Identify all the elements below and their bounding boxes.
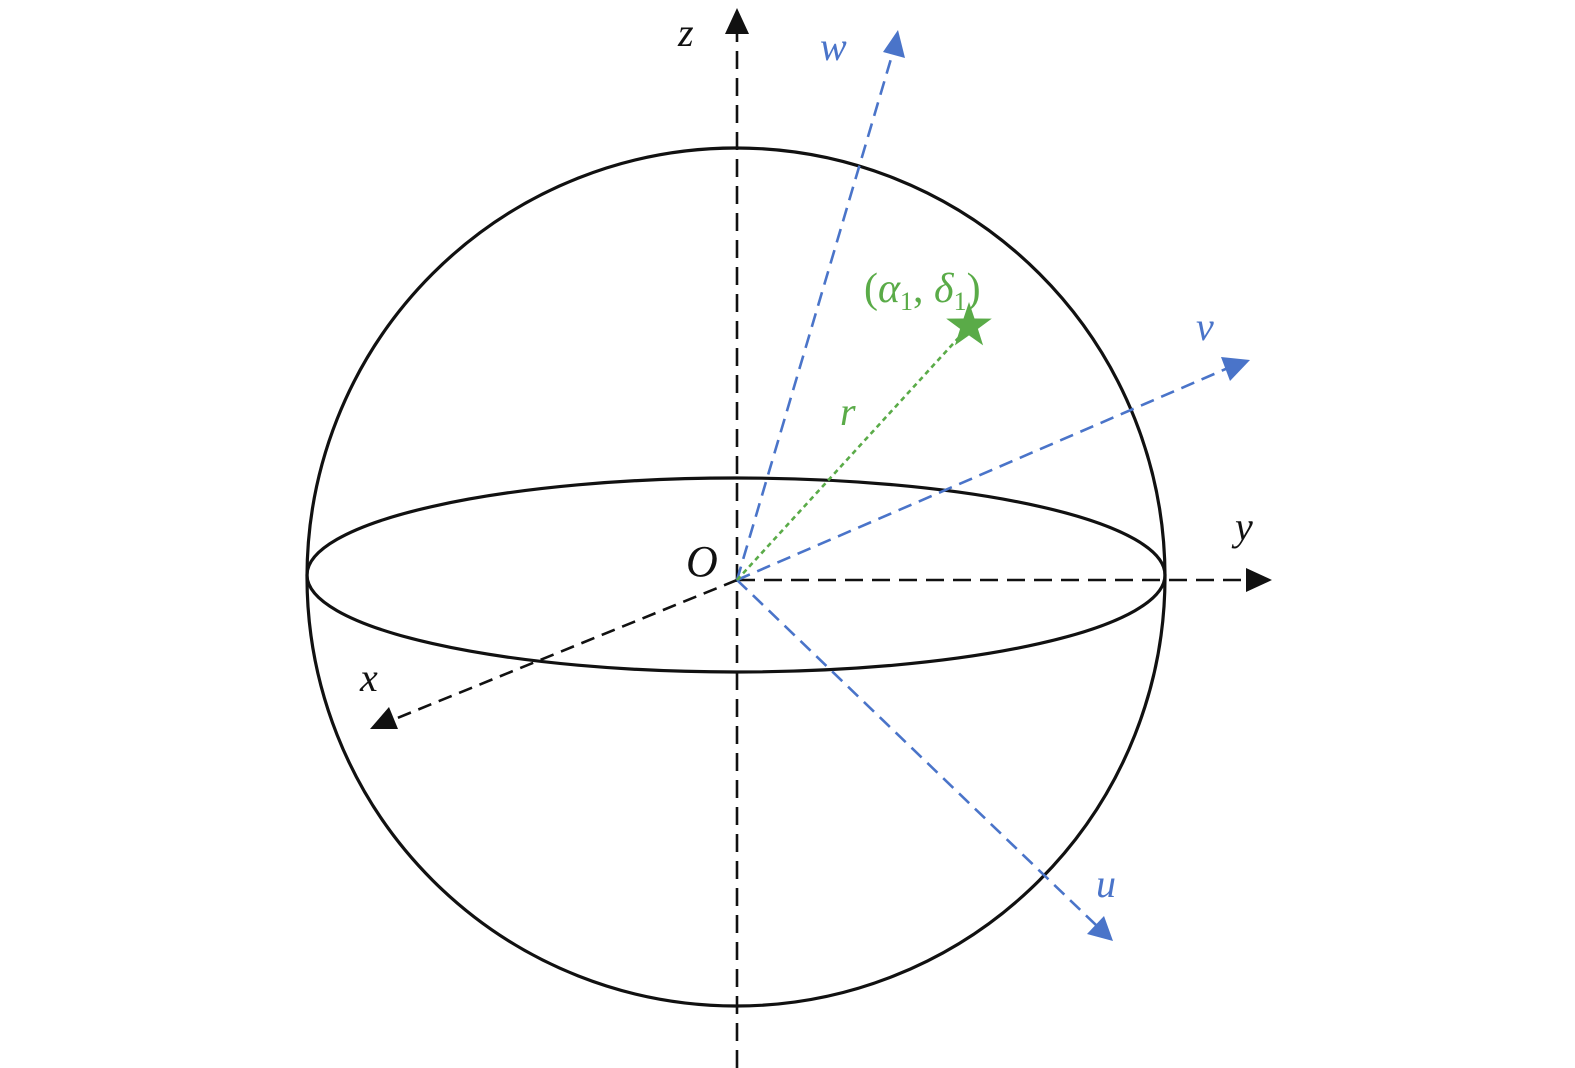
radius-label: r [840,389,856,434]
x-axis-arrowhead [370,707,398,729]
y-axis-label: y [1231,504,1253,549]
z-axis-arrowhead [725,8,749,34]
point-open-paren: ( [864,266,878,312]
origin-label: O [686,537,718,586]
w-axis-label: w [820,24,847,69]
point-comma: , [913,266,934,312]
w-axis [735,51,895,581]
z-axis-label: z [677,10,694,55]
v-axis-label: v [1196,304,1214,349]
point-alpha-subscript: 1 [900,287,913,316]
x-axis [389,578,738,723]
radius-line [736,333,963,581]
point-delta: δ [934,266,955,312]
point-close-paren: ) [967,266,981,312]
star-icon [946,302,992,346]
point-coordinate-label: (α1, δ1) [864,266,981,316]
v-axis [736,366,1229,582]
x-axis-label: x [359,655,378,700]
point-alpha: α [878,266,901,312]
u-axis-label: u [1096,861,1116,906]
point-delta-subscript: 1 [954,287,967,316]
w-axis-arrowhead [883,30,905,58]
u-axis [736,579,1098,927]
v-axis-arrowhead [1221,357,1250,381]
u-axis-arrowhead [1087,916,1113,941]
y-axis-arrowhead [1246,568,1272,592]
